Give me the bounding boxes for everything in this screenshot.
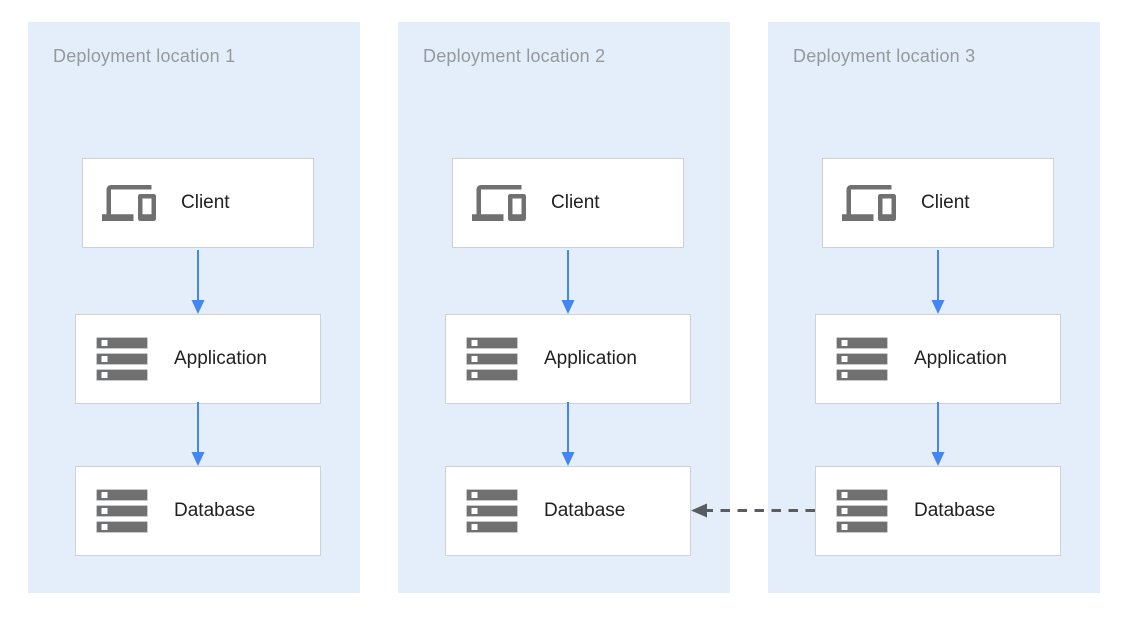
server-stack-icon xyxy=(835,489,889,533)
server-stack-icon xyxy=(835,337,889,381)
panel-title: Deployment location 1 xyxy=(53,46,236,66)
application-node-label: Application xyxy=(914,348,1007,369)
application-node: Application xyxy=(445,314,691,404)
devices-icon xyxy=(472,176,526,230)
devices-icon xyxy=(102,176,156,230)
database-node-label: Database xyxy=(544,500,626,521)
application-node-label: Application xyxy=(174,348,267,369)
database-node: Database xyxy=(75,466,321,556)
client-node-label: Client xyxy=(551,192,600,213)
server-stack-icon xyxy=(95,337,149,381)
flow-arrow-client-to-application xyxy=(191,250,205,314)
database-node-label: Database xyxy=(174,500,256,521)
database-node: Database xyxy=(815,466,1061,556)
database-node: Database xyxy=(445,466,691,556)
panel-title: Deployment location 2 xyxy=(423,46,606,66)
application-node: Application xyxy=(75,314,321,404)
flow-arrow-application-to-database xyxy=(561,402,575,466)
server-stack-icon xyxy=(465,337,519,381)
panel-deployment-location-2: Deployment location 2 Client Application… xyxy=(398,22,730,593)
replication-arrow-database3-to-database2 xyxy=(691,502,815,519)
client-node-label: Client xyxy=(921,192,970,213)
panel-deployment-location-1: Deployment location 1 Client Application… xyxy=(28,22,360,593)
client-node: Client xyxy=(452,158,684,248)
server-stack-icon xyxy=(95,489,149,533)
panel-deployment-location-3: Deployment location 3 Client Application… xyxy=(768,22,1100,593)
flow-arrow-client-to-application xyxy=(561,250,575,314)
panel-title: Deployment location 3 xyxy=(793,46,976,66)
application-node: Application xyxy=(815,314,1061,404)
client-node: Client xyxy=(82,158,314,248)
flow-arrow-application-to-database xyxy=(191,402,205,466)
client-node-label: Client xyxy=(181,192,230,213)
flow-arrow-client-to-application xyxy=(931,250,945,314)
client-node: Client xyxy=(822,158,1054,248)
application-node-label: Application xyxy=(544,348,637,369)
flow-arrow-application-to-database xyxy=(931,402,945,466)
server-stack-icon xyxy=(465,489,519,533)
database-node-label: Database xyxy=(914,500,996,521)
devices-icon xyxy=(842,176,896,230)
